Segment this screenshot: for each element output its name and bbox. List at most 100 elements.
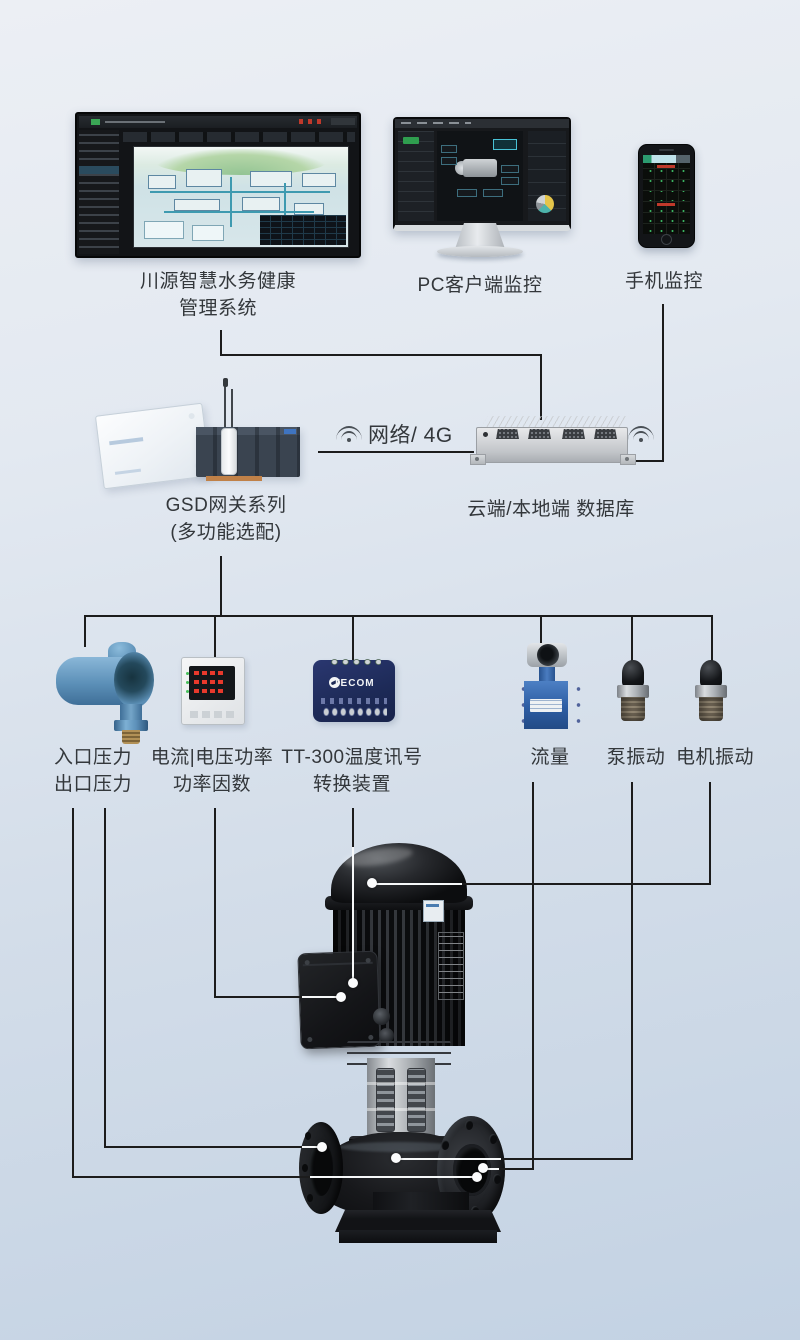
pump-cable-gland-2 (379, 1028, 394, 1043)
scada-plant-block (242, 197, 280, 211)
endpoint-dot-outlet-pressure (317, 1142, 327, 1152)
motor-vibration-label-text: 电机振动 (675, 747, 754, 768)
power-meter-led3 (186, 690, 189, 693)
leader-motorvib-h-white (372, 883, 462, 885)
gateway-antenna-rod (224, 384, 226, 430)
database-label: 云端/本地端 数据库 (451, 496, 651, 523)
endpoint-dot-pump-vibration (391, 1153, 401, 1163)
pc-monitor-base (437, 246, 523, 257)
leader-flow-h (498, 1168, 534, 1170)
leader-outlet-pressure-h-white (302, 1146, 323, 1148)
phone-data-grid (643, 163, 690, 234)
serial-port-1 (496, 429, 519, 439)
network-label-text: 网络/ 4G (368, 424, 453, 447)
gateway-antenna-base (221, 428, 237, 475)
flow-meter-flange-right (566, 675, 581, 735)
power-meter-led1 (186, 672, 189, 675)
wire-top-horizontal (220, 354, 542, 356)
scada-logo-icon (91, 119, 100, 125)
phone-home-button (661, 233, 672, 245)
leader-power-v (214, 808, 216, 998)
leader-power-h (214, 996, 304, 998)
scada-monitor (75, 112, 361, 258)
leader-temp-v-white (352, 847, 354, 983)
serial-port-2 (528, 429, 551, 439)
scada-pool-block (192, 225, 224, 241)
temperature-label: TT-300温度讯号 转换装置 (257, 744, 447, 798)
flow-meter (511, 643, 581, 739)
scada-plant-block (294, 203, 324, 215)
leader-outlet-pressure-h (104, 1146, 304, 1148)
serial-port-3 (562, 429, 585, 439)
pump-suction-flange (299, 1122, 343, 1214)
flow-label-text: 流量 (530, 747, 570, 768)
gateway-module-blue-tag (284, 429, 296, 434)
scada-sidebar-selected (79, 166, 119, 174)
tecom-logo-text: TECOM (333, 678, 375, 689)
endpoint-dot-motor-vibration (367, 878, 377, 888)
leader-inlet-pressure-h-white (310, 1176, 478, 1178)
pressure-transmitter (56, 642, 156, 744)
wire-network-link (318, 451, 474, 453)
pc-label-text: PC客户端监控 (417, 275, 543, 296)
power-meter (181, 657, 245, 725)
scada-pipe-line (284, 183, 286, 227)
pc-label: PC客户端监控 (380, 272, 580, 299)
pc-left-panel (398, 131, 434, 221)
wire-gateway-down (220, 556, 222, 617)
leader-flow-v (532, 782, 534, 1170)
scada-hill-graphic (155, 149, 327, 175)
pc-right-panel (528, 131, 566, 221)
power-meter-digits-row3 (194, 689, 224, 693)
scada-clock (331, 118, 355, 125)
wire-phone-to-cloud (622, 460, 664, 462)
mounting-ear-left (470, 454, 486, 465)
temperature-converter: TECOM (313, 655, 395, 722)
scada-data-table (260, 215, 346, 245)
scada-plant-block (302, 173, 336, 187)
leader-power-h-white (302, 996, 342, 998)
wire-drop-powermeter (214, 615, 216, 659)
mounting-ear-right (620, 454, 636, 465)
leader-motorvib-h (460, 883, 711, 885)
wire-cloud-down (540, 354, 542, 420)
pc-menu-items (401, 122, 471, 124)
temperature-label-line2: 转换装置 (312, 774, 391, 795)
gateway-module-terminals (196, 427, 300, 435)
gateway-antenna-rod-2 (231, 389, 233, 430)
endpoint-dot-flow (478, 1163, 488, 1173)
power-label: 电流|电压功率 功率因数 (117, 744, 307, 798)
pressure-label: 入口压力 出口压力 (0, 744, 188, 798)
pressure-label-line2: 出口压力 (53, 774, 132, 795)
vibration-sensor-body-2 (699, 697, 723, 721)
scada-pipe-line (230, 177, 232, 227)
leader-inlet-pressure-v (72, 808, 74, 1178)
scada-pipe-line (150, 191, 330, 193)
pc-data-tag (457, 189, 477, 197)
leader-temp-v (352, 808, 354, 848)
pressure-transmitter-face (114, 652, 154, 708)
flow-meter-flange-left (511, 675, 526, 735)
pump-vibration-label-text: 泵振动 (606, 747, 666, 768)
converter-top-terminals (327, 655, 381, 665)
endpoint-dot-temperature (348, 978, 358, 988)
pc-data-tag (501, 165, 519, 173)
pressure-label-line1: 入口压力 (53, 747, 132, 768)
pc-data-tag (441, 157, 457, 165)
vibration-sensor-hex-2 (695, 685, 727, 698)
phone-alarm-row (657, 165, 675, 168)
power-jack (483, 432, 488, 437)
leader-flow-h-white (482, 1168, 499, 1170)
pc-highlight-box (493, 139, 517, 150)
wire-drop-pumpvib (631, 615, 633, 663)
wire-drop-flow (540, 615, 542, 645)
vertical-inline-pump (295, 840, 507, 1244)
wifi-icon-left (336, 426, 362, 446)
pump-base-front (339, 1230, 497, 1243)
power-meter-buttons (190, 711, 234, 718)
flow-label: 流量 (455, 744, 645, 771)
gateway-antenna-tip (222, 378, 228, 387)
pc-menubar (395, 119, 569, 128)
pump-vibration-label: 泵振动 (541, 744, 731, 771)
vibration-sensor-dome (622, 660, 644, 687)
